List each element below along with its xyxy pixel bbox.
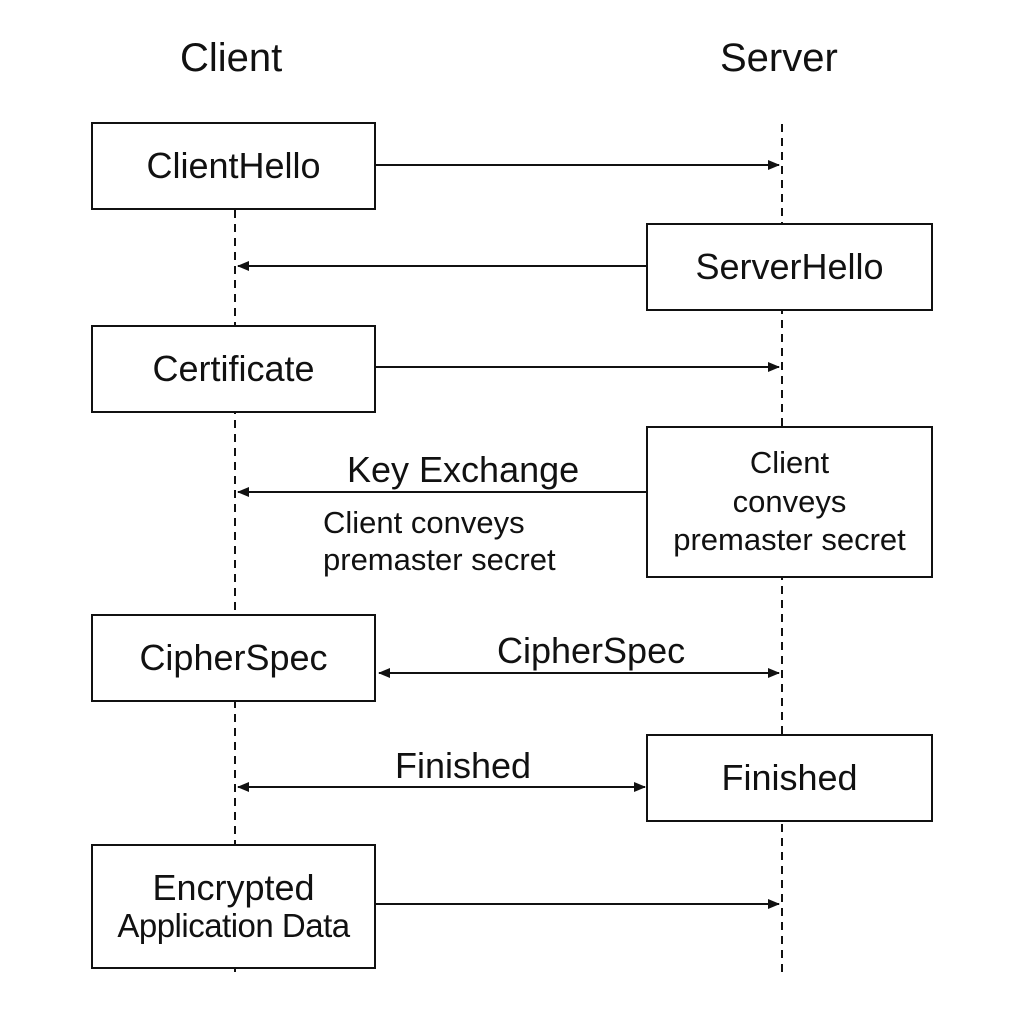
server-premaster-line-1: Client: [749, 444, 830, 480]
client-cipher-spec-label: CipherSpec: [139, 636, 328, 678]
server-hello-label: ServerHello: [695, 245, 884, 287]
finished-message-label: Finished: [395, 745, 532, 786]
cipher-spec-message-label: CipherSpec: [497, 630, 686, 671]
server-header: Server: [720, 36, 838, 80]
server-premaster-box: Client conveys premaster secret: [646, 426, 933, 578]
server-hello-box: ServerHello: [646, 223, 933, 311]
server-finished-box: Finished: [646, 734, 933, 822]
encrypted-line-2: Application Data: [117, 907, 350, 945]
key-exchange-note-line-1: Client conveys: [323, 505, 525, 540]
server-premaster-line-2: conveys: [732, 483, 847, 519]
encrypted-data-box: Encrypted Application Data: [91, 844, 376, 969]
client-hello-box: ClientHello: [91, 122, 376, 210]
certificate-label: Certificate: [152, 347, 315, 389]
server-finished-label: Finished: [721, 756, 858, 798]
key-exchange-note: Client conveys premaster secret: [323, 504, 556, 578]
certificate-box: Certificate: [91, 325, 376, 413]
key-exchange-note-line-2: premaster secret: [323, 542, 556, 578]
encrypted-line-1: Encrypted: [152, 867, 315, 909]
client-header: Client: [180, 36, 283, 80]
server-premaster-line-3: premaster secret: [673, 522, 906, 558]
client-hello-label: ClientHello: [146, 144, 321, 186]
key-exchange-label: Key Exchange: [347, 449, 580, 490]
client-cipher-spec-box: CipherSpec: [91, 614, 376, 702]
